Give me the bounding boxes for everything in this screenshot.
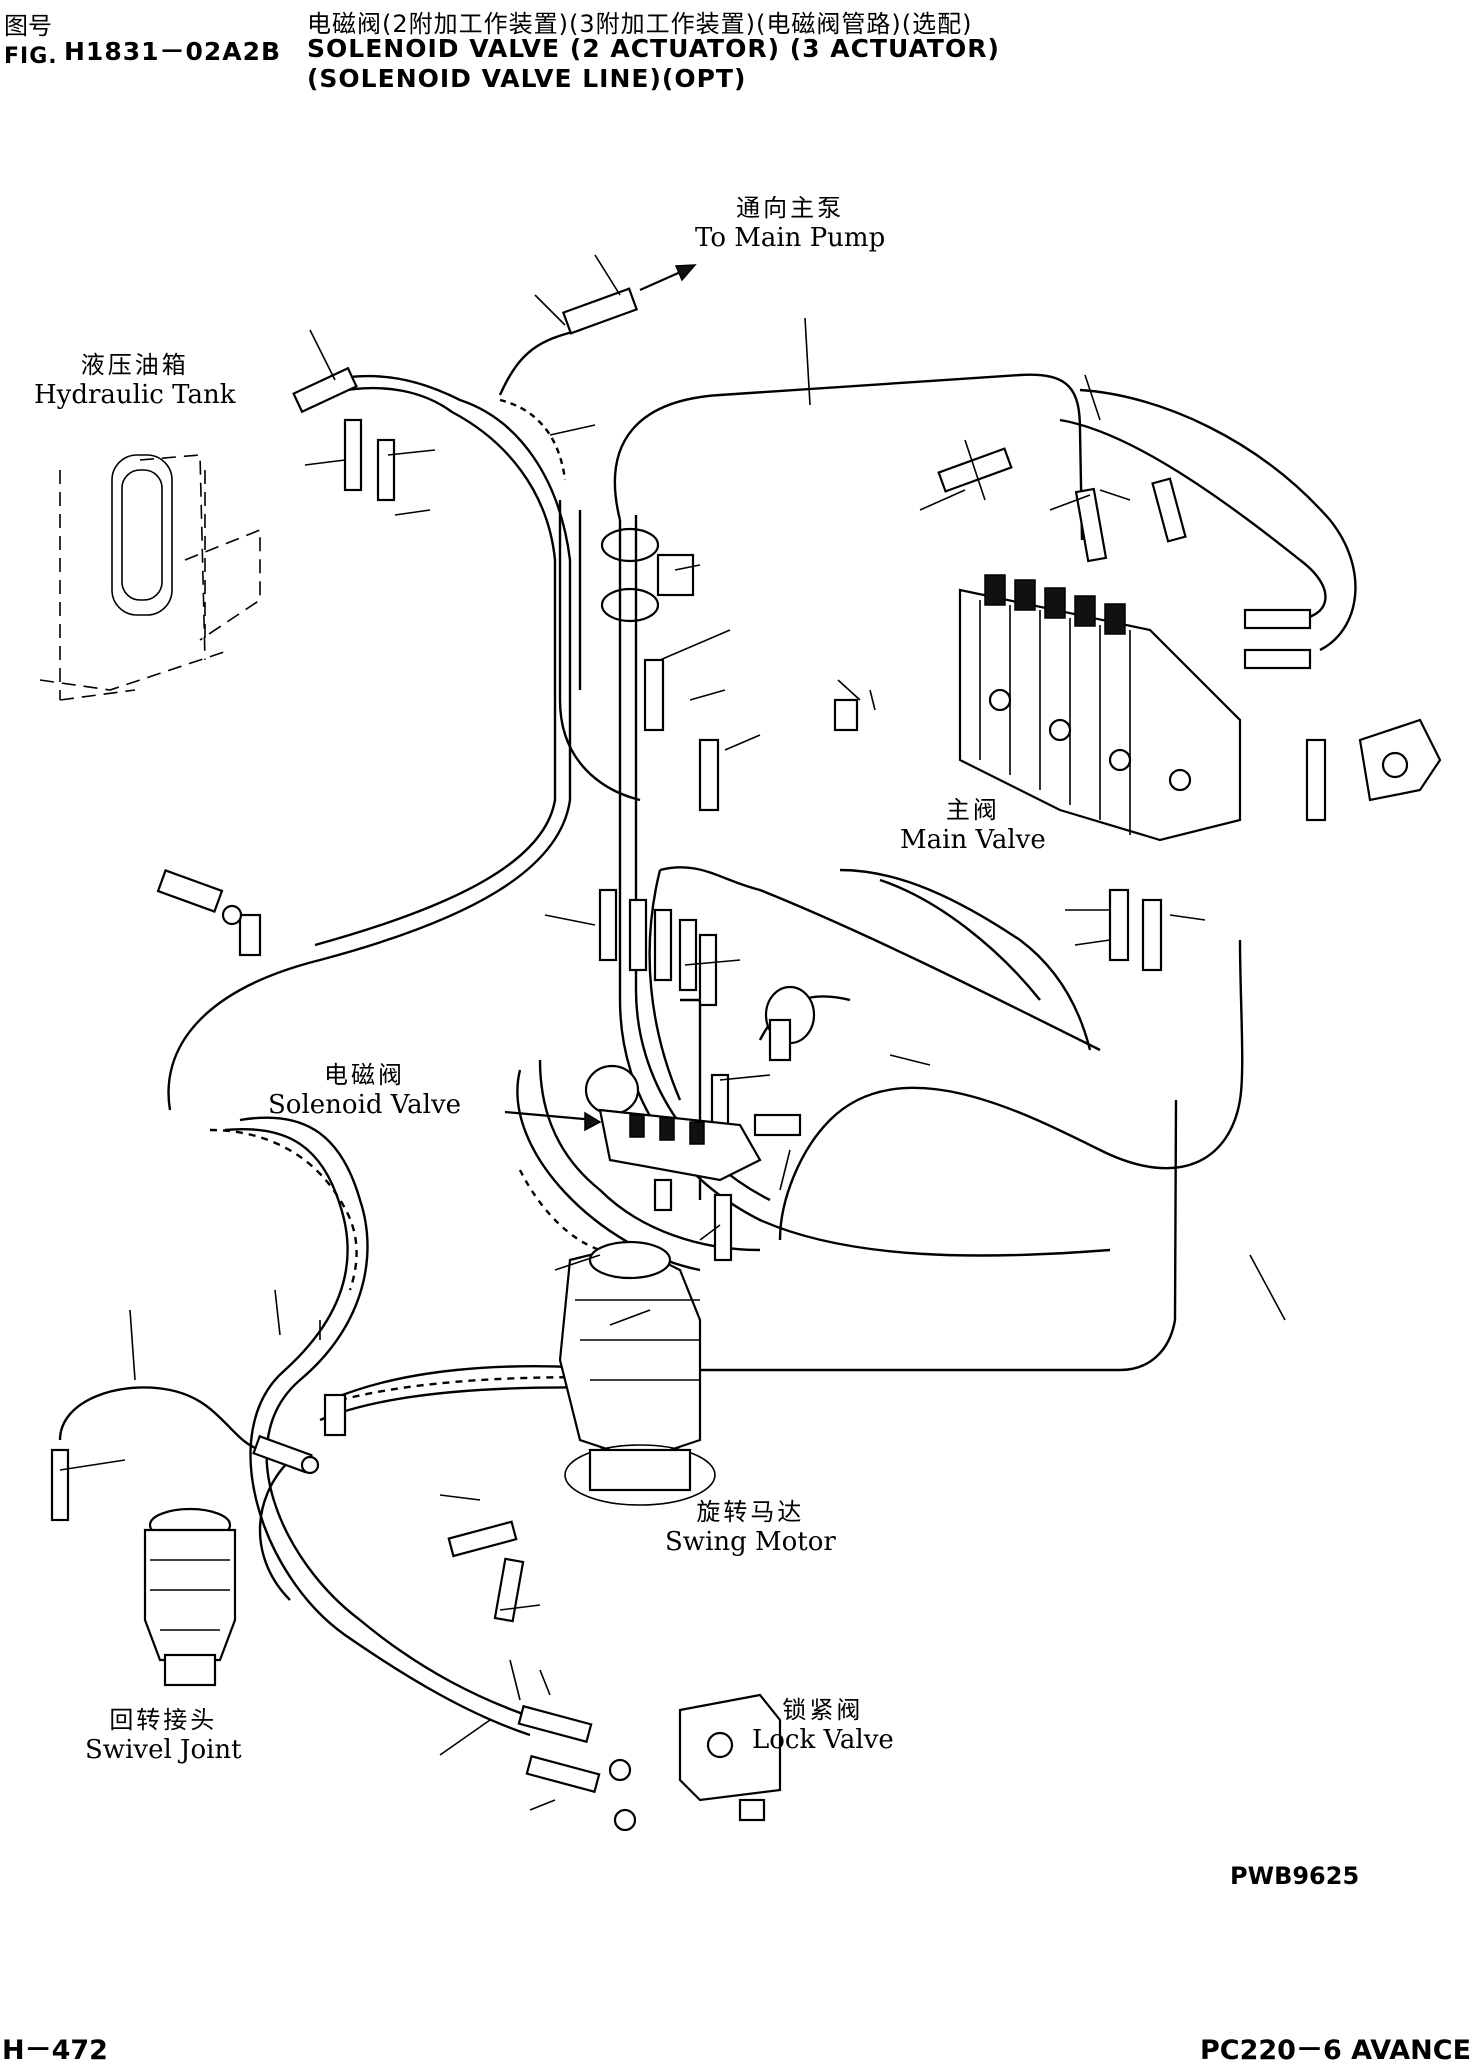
swivel-joint-body <box>143 1507 237 1687</box>
model-name: PC220－6 AVANCE <box>1200 2035 1472 2066</box>
title-en-line1: SOLENOID VALVE (2 ACTUATOR) (3 ACTUATOR) <box>307 34 1000 63</box>
label-hydraulic-tank-en: Hydraulic Tank <box>34 380 236 410</box>
label-swing-motor-en: Swing Motor <box>665 1527 836 1557</box>
fig-label-cn: 图号 <box>4 12 52 40</box>
hose-fittings <box>50 287 1327 1794</box>
label-to-main-pump: 通向主泵 To Main Pump <box>695 188 885 253</box>
swing-motor-body <box>558 1240 716 1506</box>
label-lock-valve-en: Lock Valve <box>752 1725 894 1755</box>
label-swing-motor-cn: 旋转马达 <box>696 1498 805 1526</box>
label-solenoid-valve-en: Solenoid Valve <box>268 1090 462 1120</box>
label-main-valve: 主阀 Main Valve <box>900 790 1046 855</box>
label-solenoid-valve: 电磁阀 Solenoid Valve <box>268 1055 461 1120</box>
fig-label-en: FIG. <box>4 44 58 69</box>
solenoid-valve-body <box>504 1064 762 1212</box>
label-main-valve-en: Main Valve <box>900 825 1046 855</box>
label-swivel-joint-en: Swivel Joint <box>85 1735 242 1765</box>
fig-number: H1831－02A2B <box>64 37 282 66</box>
label-swing-motor: 旋转马达 Swing Motor <box>665 1492 836 1557</box>
lock-valve-body <box>608 1693 782 1832</box>
drawing-code: PWB9625 <box>1230 1862 1360 1890</box>
title-cn: 电磁阀(2附加工作装置)(3附加工作装置)(电磁阀管路)(选配) <box>307 10 973 38</box>
title-en-line2: (SOLENOID VALVE LINE)(OPT) <box>307 64 747 93</box>
label-swivel-joint: 回转接头 Swivel Joint <box>85 1700 242 1765</box>
label-to-main-pump-cn: 通向主泵 <box>736 194 845 222</box>
spiral-protectors <box>209 398 641 1402</box>
arrow-to-pump-icon <box>639 264 697 292</box>
label-hydraulic-tank-cn: 液压油箱 <box>80 351 189 379</box>
accumulator <box>764 985 816 1062</box>
hose-clamps <box>238 527 859 1437</box>
pilot-block <box>1358 718 1442 802</box>
main-valve-body <box>958 574 1242 842</box>
label-to-main-pump-en: To Main Pump <box>695 223 886 253</box>
page-number: H－472 <box>2 2035 108 2066</box>
hydraulic-tank-outline <box>39 454 261 701</box>
label-swivel-joint-cn: 回转接头 <box>109 1706 218 1734</box>
label-solenoid-valve-cn: 电磁阀 <box>324 1061 406 1089</box>
label-hydraulic-tank: 液压油箱 Hydraulic Tank <box>34 345 235 410</box>
leader-lines <box>59 254 1286 1811</box>
label-lock-valve-cn: 锁紧阀 <box>782 1696 864 1724</box>
label-main-valve-cn: 主阀 <box>945 796 1000 824</box>
label-lock-valve: 锁紧阀 Lock Valve <box>752 1690 894 1755</box>
